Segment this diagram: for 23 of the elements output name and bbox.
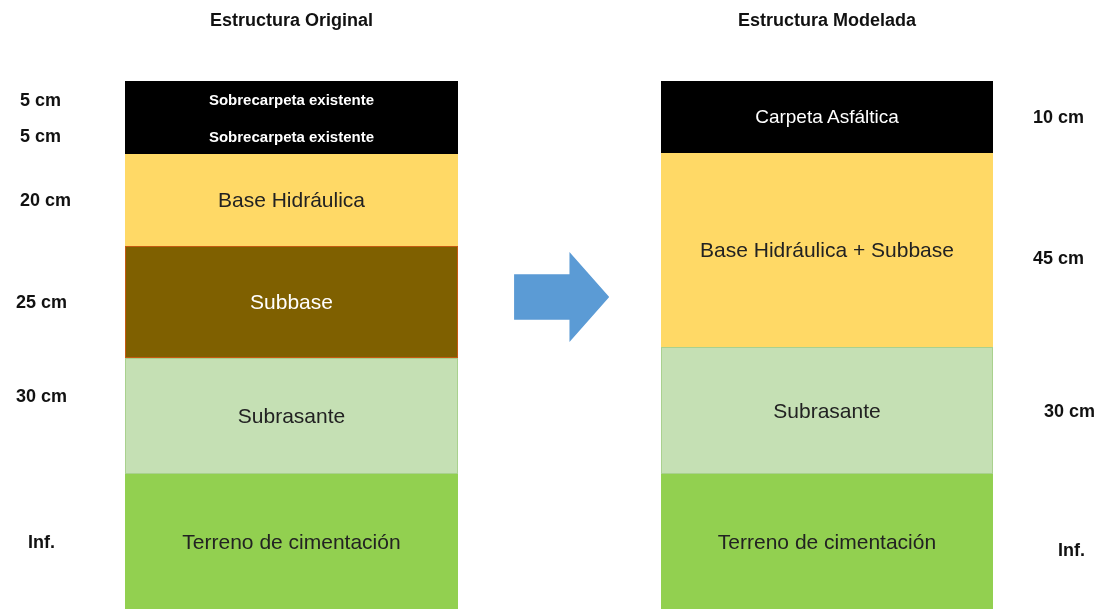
column-heading: Estructura Original (208, 10, 374, 31)
layer-label: Subrasante (773, 398, 881, 423)
layer-label: Carpeta Asfáltica (755, 106, 899, 128)
thickness-label: Inf. (28, 531, 55, 552)
thickness-label: 10 cm (1033, 106, 1085, 128)
thickness-label: 30 cm (1044, 400, 1096, 421)
thickness-label: 30 cm (16, 385, 68, 407)
thickness-label: 5 cm (20, 125, 62, 147)
thickness-label: 5 cm (20, 89, 62, 110)
thickness-label: Inf. (1058, 539, 1085, 560)
layer-label: Base Hidráulica + Subbase (700, 238, 954, 262)
thickness-label: 25 cm (16, 291, 68, 313)
block-arrow (514, 252, 610, 342)
layer-label: Base Hidráulica (217, 188, 366, 212)
layer-label: Terreno de cimentación (182, 529, 401, 554)
layer-label: Sobrecarpeta existente (208, 91, 375, 108)
thickness-label: 45 cm (1033, 247, 1085, 269)
layer-label: Subbase (250, 290, 333, 314)
layer-label: Sobrecarpeta existente (208, 127, 375, 145)
thickness-label: 20 cm (20, 189, 72, 211)
layer-label: Subrasante (237, 404, 346, 428)
layer-label: Terreno de cimentación (717, 529, 937, 554)
column-heading: Estructura Modelada (736, 10, 917, 31)
